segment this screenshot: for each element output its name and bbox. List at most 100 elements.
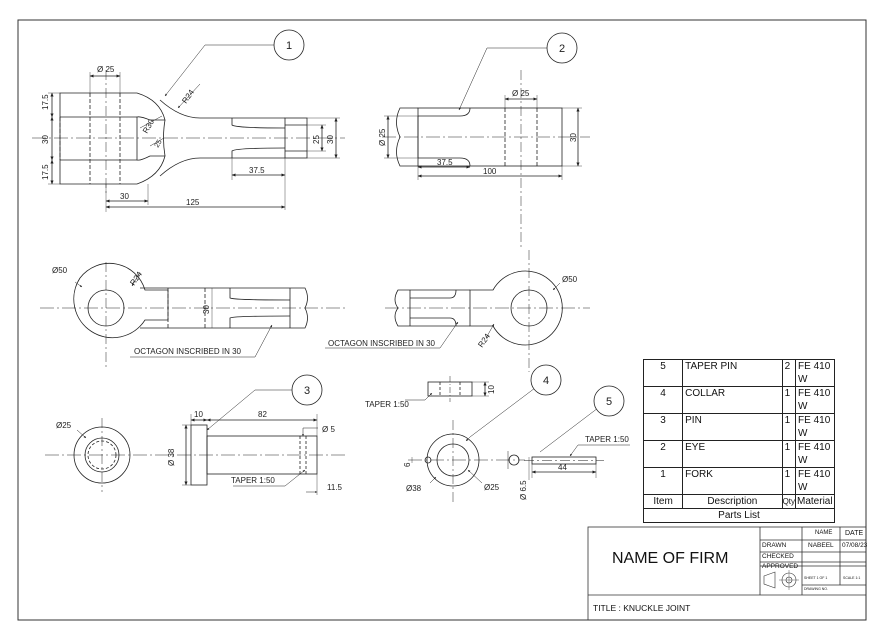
part-item: 5 — [642, 359, 684, 387]
taper-pin-d65: Ø 6.5 — [519, 480, 528, 500]
fork-h30: 30 — [41, 135, 50, 144]
eye-top-r24: R24 — [476, 332, 492, 350]
part-qty: 1 — [781, 413, 797, 441]
header-material: Material — [795, 494, 835, 509]
part-qty: 2 — [781, 359, 797, 387]
drawn-date: 07/08/23 — [842, 542, 868, 549]
balloon-4 — [530, 364, 562, 396]
part-item: 4 — [642, 386, 684, 414]
eye-top-note: OCTAGON INSCRIBED IN 30 — [328, 339, 436, 348]
approved-label: APPROVED — [762, 563, 799, 570]
drawn-name: NABEEL — [808, 542, 834, 549]
part-desc: FORK — [682, 467, 783, 495]
part-qty: 1 — [781, 467, 797, 495]
fork-l125: 125 — [186, 198, 200, 207]
balloon-1 — [273, 29, 305, 61]
part-item: 3 — [642, 413, 684, 441]
firm-name: NAME OF FIRM — [612, 550, 729, 567]
pin-taper: TAPER 1:50 — [231, 476, 275, 485]
parts-row: 3 PIN 1 FE 410 W — [642, 413, 835, 441]
date-header: DATE — [845, 530, 864, 537]
part-material: FE 410 W — [795, 440, 835, 468]
title-block-frame — [587, 526, 867, 621]
taper-pin-taper: TAPER 1:50 — [585, 435, 629, 444]
drawing-no-label: DRAWING NO. — [804, 587, 828, 591]
parts-row: 1 FORK 1 FE 410 W — [642, 467, 835, 495]
parts-row: 5 TAPER PIN 2 FE 410 W — [642, 359, 835, 387]
drawn-label: DRAWN — [762, 542, 787, 549]
part-qty: 1 — [781, 440, 797, 468]
eye-d25: Ø 25 — [378, 128, 387, 146]
fork-h175b: 17.5 — [41, 164, 50, 180]
collar-d25: Ø25 — [484, 483, 500, 492]
checked-label: CHECKED — [762, 553, 794, 560]
balloon-1-label: 1 — [286, 40, 292, 52]
taper-pin-view — [524, 407, 630, 480]
pin-d5: Ø 5 — [322, 425, 335, 434]
fork-r25: 25 — [154, 139, 164, 149]
scale-label: SCALE 1:1 — [843, 576, 861, 580]
balloon-labels: 1 2 3 4 5 — [286, 40, 612, 408]
part-desc: PIN — [682, 413, 783, 441]
eye-l100: 100 — [483, 167, 497, 176]
fork-w25: 25 — [312, 135, 321, 144]
collar-h10: 10 — [487, 385, 496, 394]
collar-taper: TAPER 1:50 — [365, 400, 409, 409]
collar-dims: TAPER 1:50 10 6 Ø38 Ø25 — [365, 385, 500, 493]
fork-top-d50: Ø50 — [52, 266, 68, 275]
eye-top-view — [325, 250, 590, 372]
parts-header-row: Item Description Qty Material — [642, 494, 835, 509]
part-material: FE 410 W — [795, 413, 835, 441]
balloon-2-label: 2 — [559, 43, 565, 55]
balloon-2 — [546, 32, 578, 64]
part-material: FE 410 W — [795, 386, 835, 414]
parts-list-caption: Parts List — [643, 508, 835, 523]
fork-top-h30: 30 — [202, 305, 211, 314]
fork-l375: 37.5 — [249, 166, 265, 175]
fork-front-dims: Ø 25 17.5 30 17.5 R24 R30 25 25 30 37.5 … — [41, 65, 335, 207]
pin-d38: Ø 38 — [167, 448, 176, 466]
eye-top-dims: Ø50 R24 OCTAGON INSCRIBED IN 30 — [328, 275, 578, 349]
fork-h175a: 17.5 — [41, 94, 50, 110]
header-item: Item — [642, 494, 684, 509]
pin-l115: 11.5 — [327, 483, 343, 492]
part-material: FE 410 W — [795, 359, 835, 387]
header-qty: Qty — [781, 494, 797, 509]
pin-dims: Ø25 10 82 Ø 5 Ø 38 TAPER 1:50 11.5 — [56, 410, 343, 492]
collar-d38: Ø38 — [406, 484, 422, 493]
fork-l30: 30 — [120, 192, 129, 201]
parts-footer-row: Parts List — [643, 508, 835, 523]
eye-dia25: Ø 25 — [512, 89, 530, 98]
fork-front-view — [32, 70, 345, 212]
eye-front-dims: Ø 25 Ø 25 30 37.5 100 — [378, 89, 578, 176]
balloons — [164, 29, 625, 431]
part-item: 2 — [642, 440, 684, 468]
parts-list: 5 TAPER PIN 2 FE 410 W 4 COLLAR 1 FE 410… — [642, 359, 835, 523]
taper-pin-dims: TAPER 1:50 44 Ø 6.5 — [519, 435, 629, 500]
fork-top-view — [40, 262, 345, 370]
eye-h30: 30 — [569, 133, 578, 142]
part-item: 1 — [642, 467, 684, 495]
collar-h6: 6 — [403, 462, 412, 467]
part-desc: TAPER PIN — [682, 359, 783, 387]
fork-w30: 30 — [326, 135, 335, 144]
balloon-3 — [291, 374, 323, 406]
pin-l82: 82 — [258, 410, 267, 419]
pin-l10: 10 — [194, 410, 203, 419]
sheet-label: SHEET 1 OF 1 — [804, 576, 828, 580]
fork-top-note: OCTAGON INSCRIBED IN 30 — [134, 347, 242, 356]
collar-view — [405, 376, 536, 505]
part-material: FE 410 W — [795, 467, 835, 495]
header-description: Description — [682, 494, 783, 509]
balloon-4-label: 4 — [543, 375, 549, 387]
fork-r24: R24 — [180, 88, 196, 106]
fork-top-dims: Ø50 R24 30 OCTAGON INSCRIBED IN 30 — [52, 266, 242, 356]
part-desc: EYE — [682, 440, 783, 468]
balloon-5-label: 5 — [606, 396, 612, 408]
fork-dia25: Ø 25 — [97, 65, 115, 74]
part-qty: 1 — [781, 386, 797, 414]
eye-l375: 37.5 — [437, 158, 453, 167]
fork-top-r24: R24 — [128, 270, 144, 288]
parts-row: 4 COLLAR 1 FE 410 W — [642, 386, 835, 414]
